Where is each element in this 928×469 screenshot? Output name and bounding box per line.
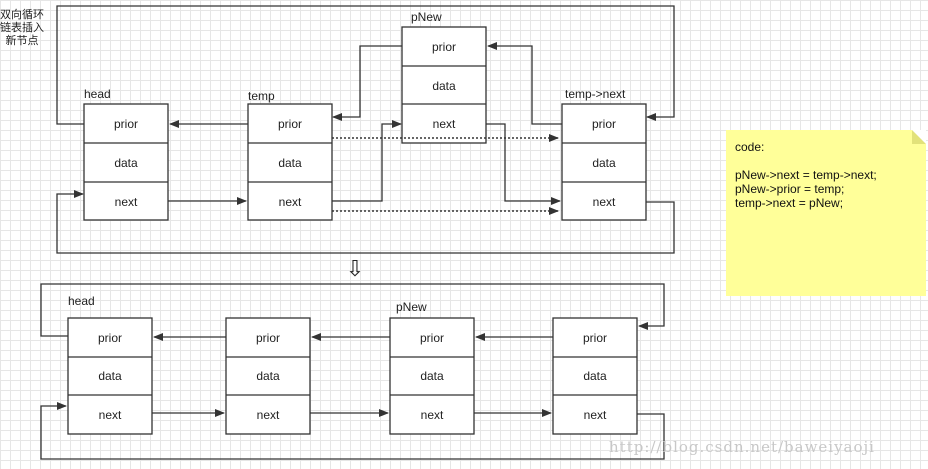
temp-next-prior-arrow — [487, 42, 562, 125]
data-field: data — [98, 369, 122, 383]
data-field: data — [583, 369, 607, 383]
data-field: data — [278, 156, 302, 170]
next-field: next — [584, 408, 607, 422]
loop-bottom-connector — [56, 190, 675, 254]
node-temp-before: prior data next temp — [247, 89, 333, 221]
prior-field: prior — [583, 331, 607, 345]
next-field: next — [421, 408, 444, 422]
node-label-pnew: pNew — [396, 300, 427, 314]
next-field: next — [593, 195, 616, 209]
loop-top-connector — [56, 5, 675, 125]
data-field: data — [592, 156, 616, 170]
node-head-before: prior data next head — [83, 87, 169, 221]
prior-field: prior — [592, 117, 616, 131]
node-temp-next-after: prior data next — [552, 317, 638, 435]
node-label-temp-next: temp->next — [565, 87, 626, 101]
node-label-temp: temp — [248, 89, 275, 103]
node-label-head: head — [84, 87, 111, 101]
note-fold — [912, 130, 926, 144]
next-field: next — [99, 408, 122, 422]
code-line: pNew->prior = temp; — [735, 182, 845, 196]
next-field: next — [279, 195, 302, 209]
data-field: data — [420, 369, 444, 383]
next-field: next — [433, 117, 456, 131]
data-field: data — [256, 369, 280, 383]
prior-field: prior — [278, 117, 302, 131]
next-field: next — [257, 408, 280, 422]
data-field: data — [114, 156, 138, 170]
next-field: next — [115, 195, 138, 209]
watermark: http://blog.csdn.net/baweiyaoji — [609, 438, 875, 456]
pnew-next-arrow — [486, 123, 561, 205]
node-pnew-after: prior data next pNew — [389, 300, 475, 435]
prior-field: prior — [256, 331, 280, 345]
node-pnew-before: prior data next pNew — [401, 10, 487, 144]
node-temp-next-before: prior data next temp->next — [561, 87, 647, 221]
loop-bottom-connector-after — [40, 402, 665, 460]
pnew-prior-arrow — [332, 45, 402, 121]
prior-field: prior — [98, 331, 122, 345]
data-field: data — [432, 79, 456, 93]
diagram-title: 双向循环链表插入新节点 — [0, 8, 44, 47]
code-note: code: pNew->next = temp->next; pNew->pri… — [726, 130, 926, 296]
node-head-after: prior data next head — [67, 294, 153, 435]
temp-next-arrow — [332, 120, 402, 202]
prior-field: prior — [420, 331, 444, 345]
node-label-head: head — [68, 294, 95, 308]
prior-field: prior — [432, 40, 456, 54]
node-label-pnew: pNew — [411, 10, 442, 24]
loop-top-connector-after — [40, 283, 665, 337]
node-temp-after: prior data next — [225, 317, 311, 435]
down-arrow-icon: ⇩ — [346, 256, 364, 281]
code-line: pNew->next = temp->next; — [735, 168, 877, 182]
code-line: temp->next = pNew; — [735, 196, 844, 210]
prior-field: prior — [114, 117, 138, 131]
code-header: code: — [735, 140, 765, 154]
